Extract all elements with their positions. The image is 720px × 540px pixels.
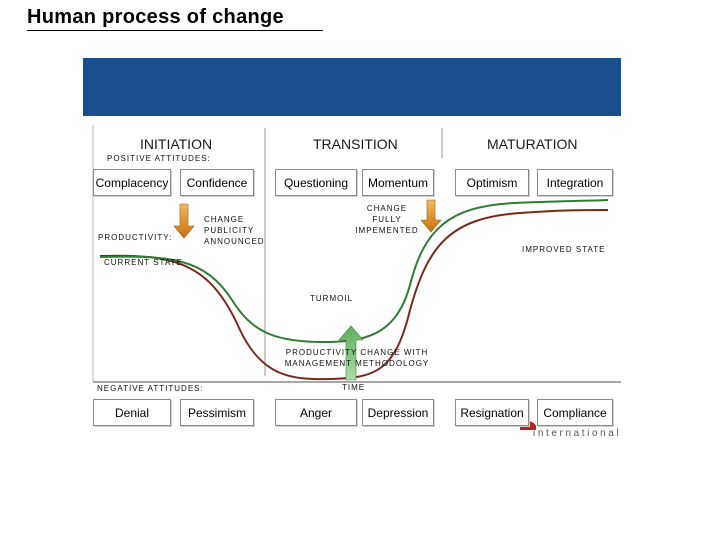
phase-transition: TRANSITION	[313, 136, 398, 152]
arrow-change-implemented	[420, 199, 442, 233]
page-title: Human process of change	[27, 6, 284, 28]
logo-text: international	[533, 428, 622, 439]
phase-maturation: MATURATION	[487, 136, 578, 152]
attitude-box-denial: Denial	[93, 399, 171, 426]
productivity-change-label: PRODUCTIVITY CHANGE WITH MANAGEMENT METH…	[284, 348, 430, 368]
attitude-box-confidence: Confidence	[180, 169, 254, 196]
change-publicity-label: CHANGE PUBLICITY ANNOUNCED	[204, 215, 265, 246]
arrow-productivity-change	[338, 325, 364, 381]
negative-attitudes-label: NEGATIVE ATTITUDES:	[97, 384, 204, 393]
improved-state-label: IMPROVED STATE	[522, 245, 606, 254]
attitude-box-depression: Depression	[362, 399, 434, 426]
attitude-box-momentum: Momentum	[362, 169, 434, 196]
time-axis-label: TIME	[342, 383, 366, 392]
header-banner	[83, 58, 621, 116]
turmoil-label: TURMOIL	[310, 294, 353, 303]
curve-without-methodology	[99, 209, 609, 381]
attitude-box-anger: Anger	[275, 399, 357, 426]
arrow-change-publicity	[173, 203, 195, 239]
current-state-label: CURRENT STATE	[104, 258, 183, 267]
change-implemented-label: CHANGE FULLY IMPEMENTED	[355, 204, 419, 235]
attitude-box-pessimism: Pessimism	[180, 399, 254, 426]
positive-attitudes-label: POSITIVE ATTITUDES:	[107, 154, 211, 163]
attitude-box-complacency: Complacency	[93, 169, 171, 196]
phase-initiation: INITIATION	[140, 136, 213, 152]
productivity-label: PRODUCTIVITY:	[98, 233, 173, 242]
attitude-box-compliance: Compliance	[537, 399, 613, 426]
title-underline	[27, 30, 323, 31]
attitude-box-optimism: Optimism	[455, 169, 529, 196]
curve-with-methodology	[99, 199, 609, 344]
attitude-box-questioning: Questioning	[275, 169, 357, 196]
attitude-box-resignation: Resignation	[455, 399, 529, 426]
attitude-box-integration: Integration	[537, 169, 613, 196]
